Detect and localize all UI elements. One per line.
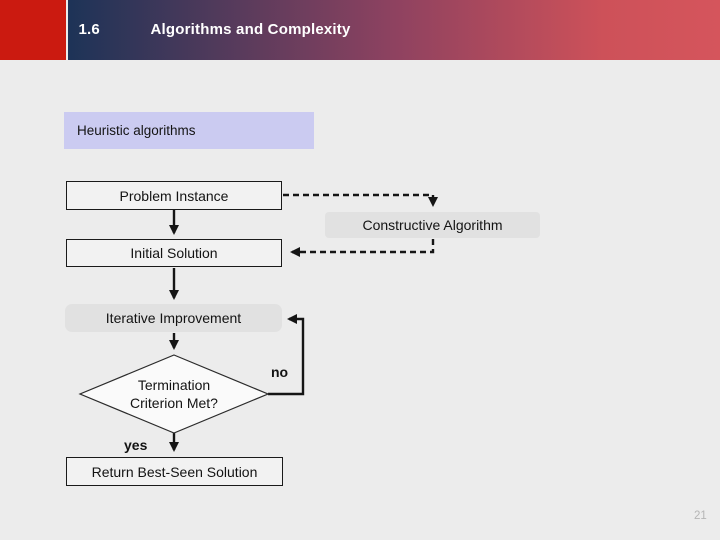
accent-red-block [0,0,66,60]
decision-label-line1: Termination [137,377,211,393]
dashed-arrow-problem-to-constructive [283,193,438,207]
node-constructive-algorithm: Constructive Algorithm [325,212,540,238]
node-problem-instance: Problem Instance [66,181,282,210]
section-number: 1.6 [78,21,100,39]
node-initial-solution: Initial Solution [66,239,282,267]
arrow-no-loop [268,314,305,396]
subtitle-box: Heuristic algorithms [64,112,314,149]
node-initial-solution-label: Initial Solution [130,245,218,261]
decision-diamond [78,354,270,434]
branch-label-yes: yes [124,437,148,453]
decision-label-line2: Criterion Met? [130,395,218,411]
subtitle-label: Heuristic algorithms [77,123,196,138]
decision-label: Termination Criterion Met? [80,376,268,412]
node-return-solution-label: Return Best-Seen Solution [91,463,258,480]
node-constructive-algorithm-label: Constructive Algorithm [362,217,503,233]
node-iterative-improvement-label: Iterative Improvement [105,310,242,326]
node-problem-instance-label: Problem Instance [119,187,229,204]
header-bar: 1.6 Algorithms and Complexity [67,0,720,60]
node-return-solution: Return Best-Seen Solution [66,457,283,486]
dashed-arrow-constructive-to-initial [290,239,435,257]
node-iterative-improvement: Iterative Improvement [65,304,282,332]
page-number: 21 [694,510,707,522]
slide-title: Algorithms and Complexity [150,21,351,39]
branch-label-no: no [271,364,289,380]
